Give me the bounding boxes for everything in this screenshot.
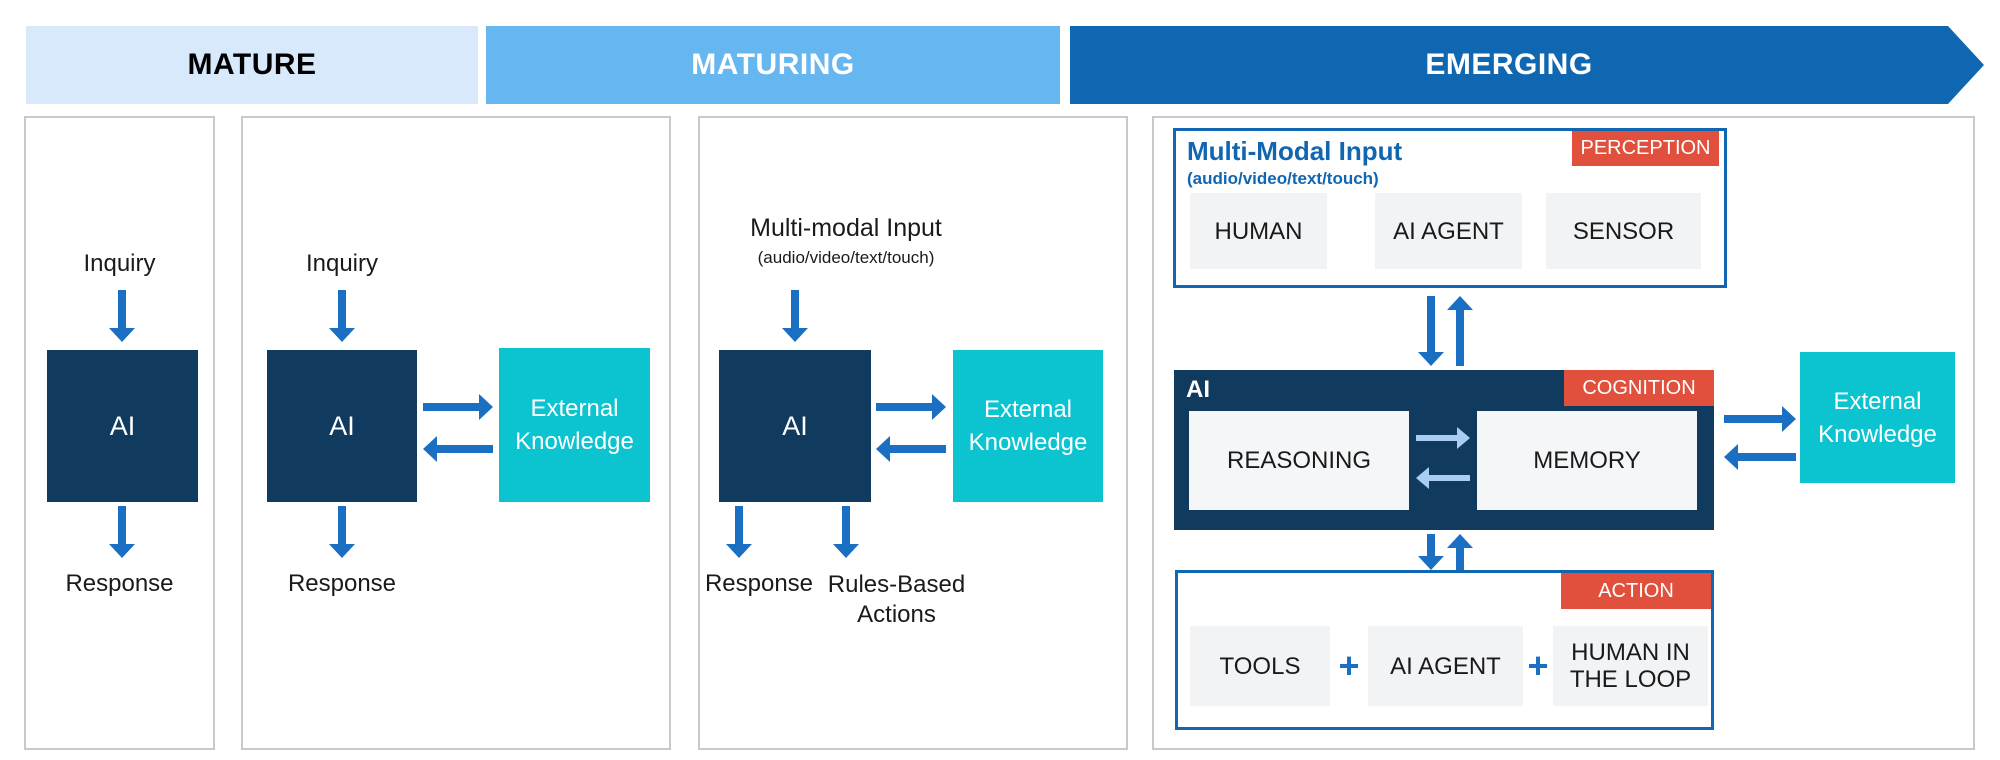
multimodal-input-subtitle: (audio/video/text/touch) (757, 248, 935, 267)
action-frame: ACTION TOOLS + AI AGENT + HUMAN IN THE L… (1175, 570, 1714, 730)
ai-agent-cell: AI AGENT (1368, 626, 1523, 706)
stage-label-maturing: MATURING (691, 48, 855, 81)
sensor-cell: SENSOR (1546, 193, 1701, 269)
arrow-down-icon (1418, 534, 1444, 570)
arrow-down-icon (329, 290, 355, 342)
arrow-down-icon (109, 506, 135, 558)
inquiry-label: Inquiry (83, 250, 156, 277)
ai-label: AI (1186, 376, 1210, 403)
rules-based-actions-label: Rules-Based Actions (827, 571, 966, 628)
ai-box: AI (47, 350, 198, 502)
arrow-down-icon (329, 506, 355, 558)
arrow-up-icon (1447, 296, 1473, 366)
panel-maturing-multimodal: Multi-modal Input (audio/video/text/touc… (698, 116, 1128, 750)
arrow-right-icon (423, 394, 493, 420)
panel-maturing: Inquiry AI External Knowledge Response (241, 116, 671, 750)
arrow-left-icon (876, 436, 946, 462)
panel-emerging: Multi-Modal Input (audio/video/text/touc… (1152, 116, 1975, 750)
arrow-down-icon (726, 506, 752, 558)
ai-box: AI (267, 350, 417, 502)
memory-cell: MEMORY (1477, 411, 1697, 510)
response-label: Response (65, 570, 174, 597)
plus-icon: + (1527, 645, 1549, 686)
stage-band-emerging: EMERGING (1070, 26, 1984, 104)
arrow-left-icon (1416, 467, 1470, 489)
arrow-left-icon (423, 436, 493, 462)
arrow-down-icon (782, 290, 808, 342)
stage-label-emerging: EMERGING (1425, 48, 1593, 81)
arrow-right-icon (1724, 406, 1796, 432)
external-knowledge-box: External Knowledge (953, 350, 1103, 502)
action-badge: ACTION (1561, 573, 1711, 609)
ai-agent-cell: AI AGENT (1375, 193, 1522, 269)
stage-band-maturing: MATURING (486, 26, 1060, 104)
perception-frame: Multi-Modal Input (audio/video/text/touc… (1173, 128, 1727, 288)
multimodal-input-title: Multi-modal Input (750, 214, 942, 242)
inquiry-label: Inquiry (305, 250, 379, 277)
external-knowledge-box: External Knowledge (499, 348, 650, 502)
human-in-the-loop-cell: HUMAN IN THE LOOP (1553, 626, 1708, 706)
arrow-down-icon (833, 506, 859, 558)
multimodal-input-title: Multi-Modal Input (1187, 136, 1403, 166)
response-label: Response (704, 570, 814, 597)
panel-mature: Inquiry AI Response (24, 116, 215, 750)
arrow-left-icon (1724, 444, 1796, 470)
arrow-right-icon (876, 394, 946, 420)
human-cell: HUMAN (1190, 193, 1327, 269)
tools-cell: TOOLS (1190, 626, 1330, 706)
cognition-badge: COGNITION (1564, 370, 1714, 406)
stage-label-mature: MATURE (187, 48, 317, 81)
response-label: Response (287, 570, 397, 597)
arrow-down-icon (109, 290, 135, 342)
stage-band-mature: MATURE (26, 26, 478, 104)
cognition-box: AI COGNITION REASONING MEMORY (1174, 370, 1714, 530)
external-knowledge-box: External Knowledge (1800, 352, 1955, 483)
arrow-down-icon (1418, 296, 1444, 366)
ai-box: AI (719, 350, 871, 502)
arrow-right-icon (1416, 427, 1470, 449)
arrow-up-icon (1447, 534, 1473, 570)
reasoning-cell: REASONING (1189, 411, 1409, 510)
perception-badge: PERCEPTION (1572, 131, 1719, 166)
multimodal-input-subtitle: (audio/video/text/touch) (1187, 169, 1379, 188)
plus-icon: + (1338, 645, 1360, 686)
